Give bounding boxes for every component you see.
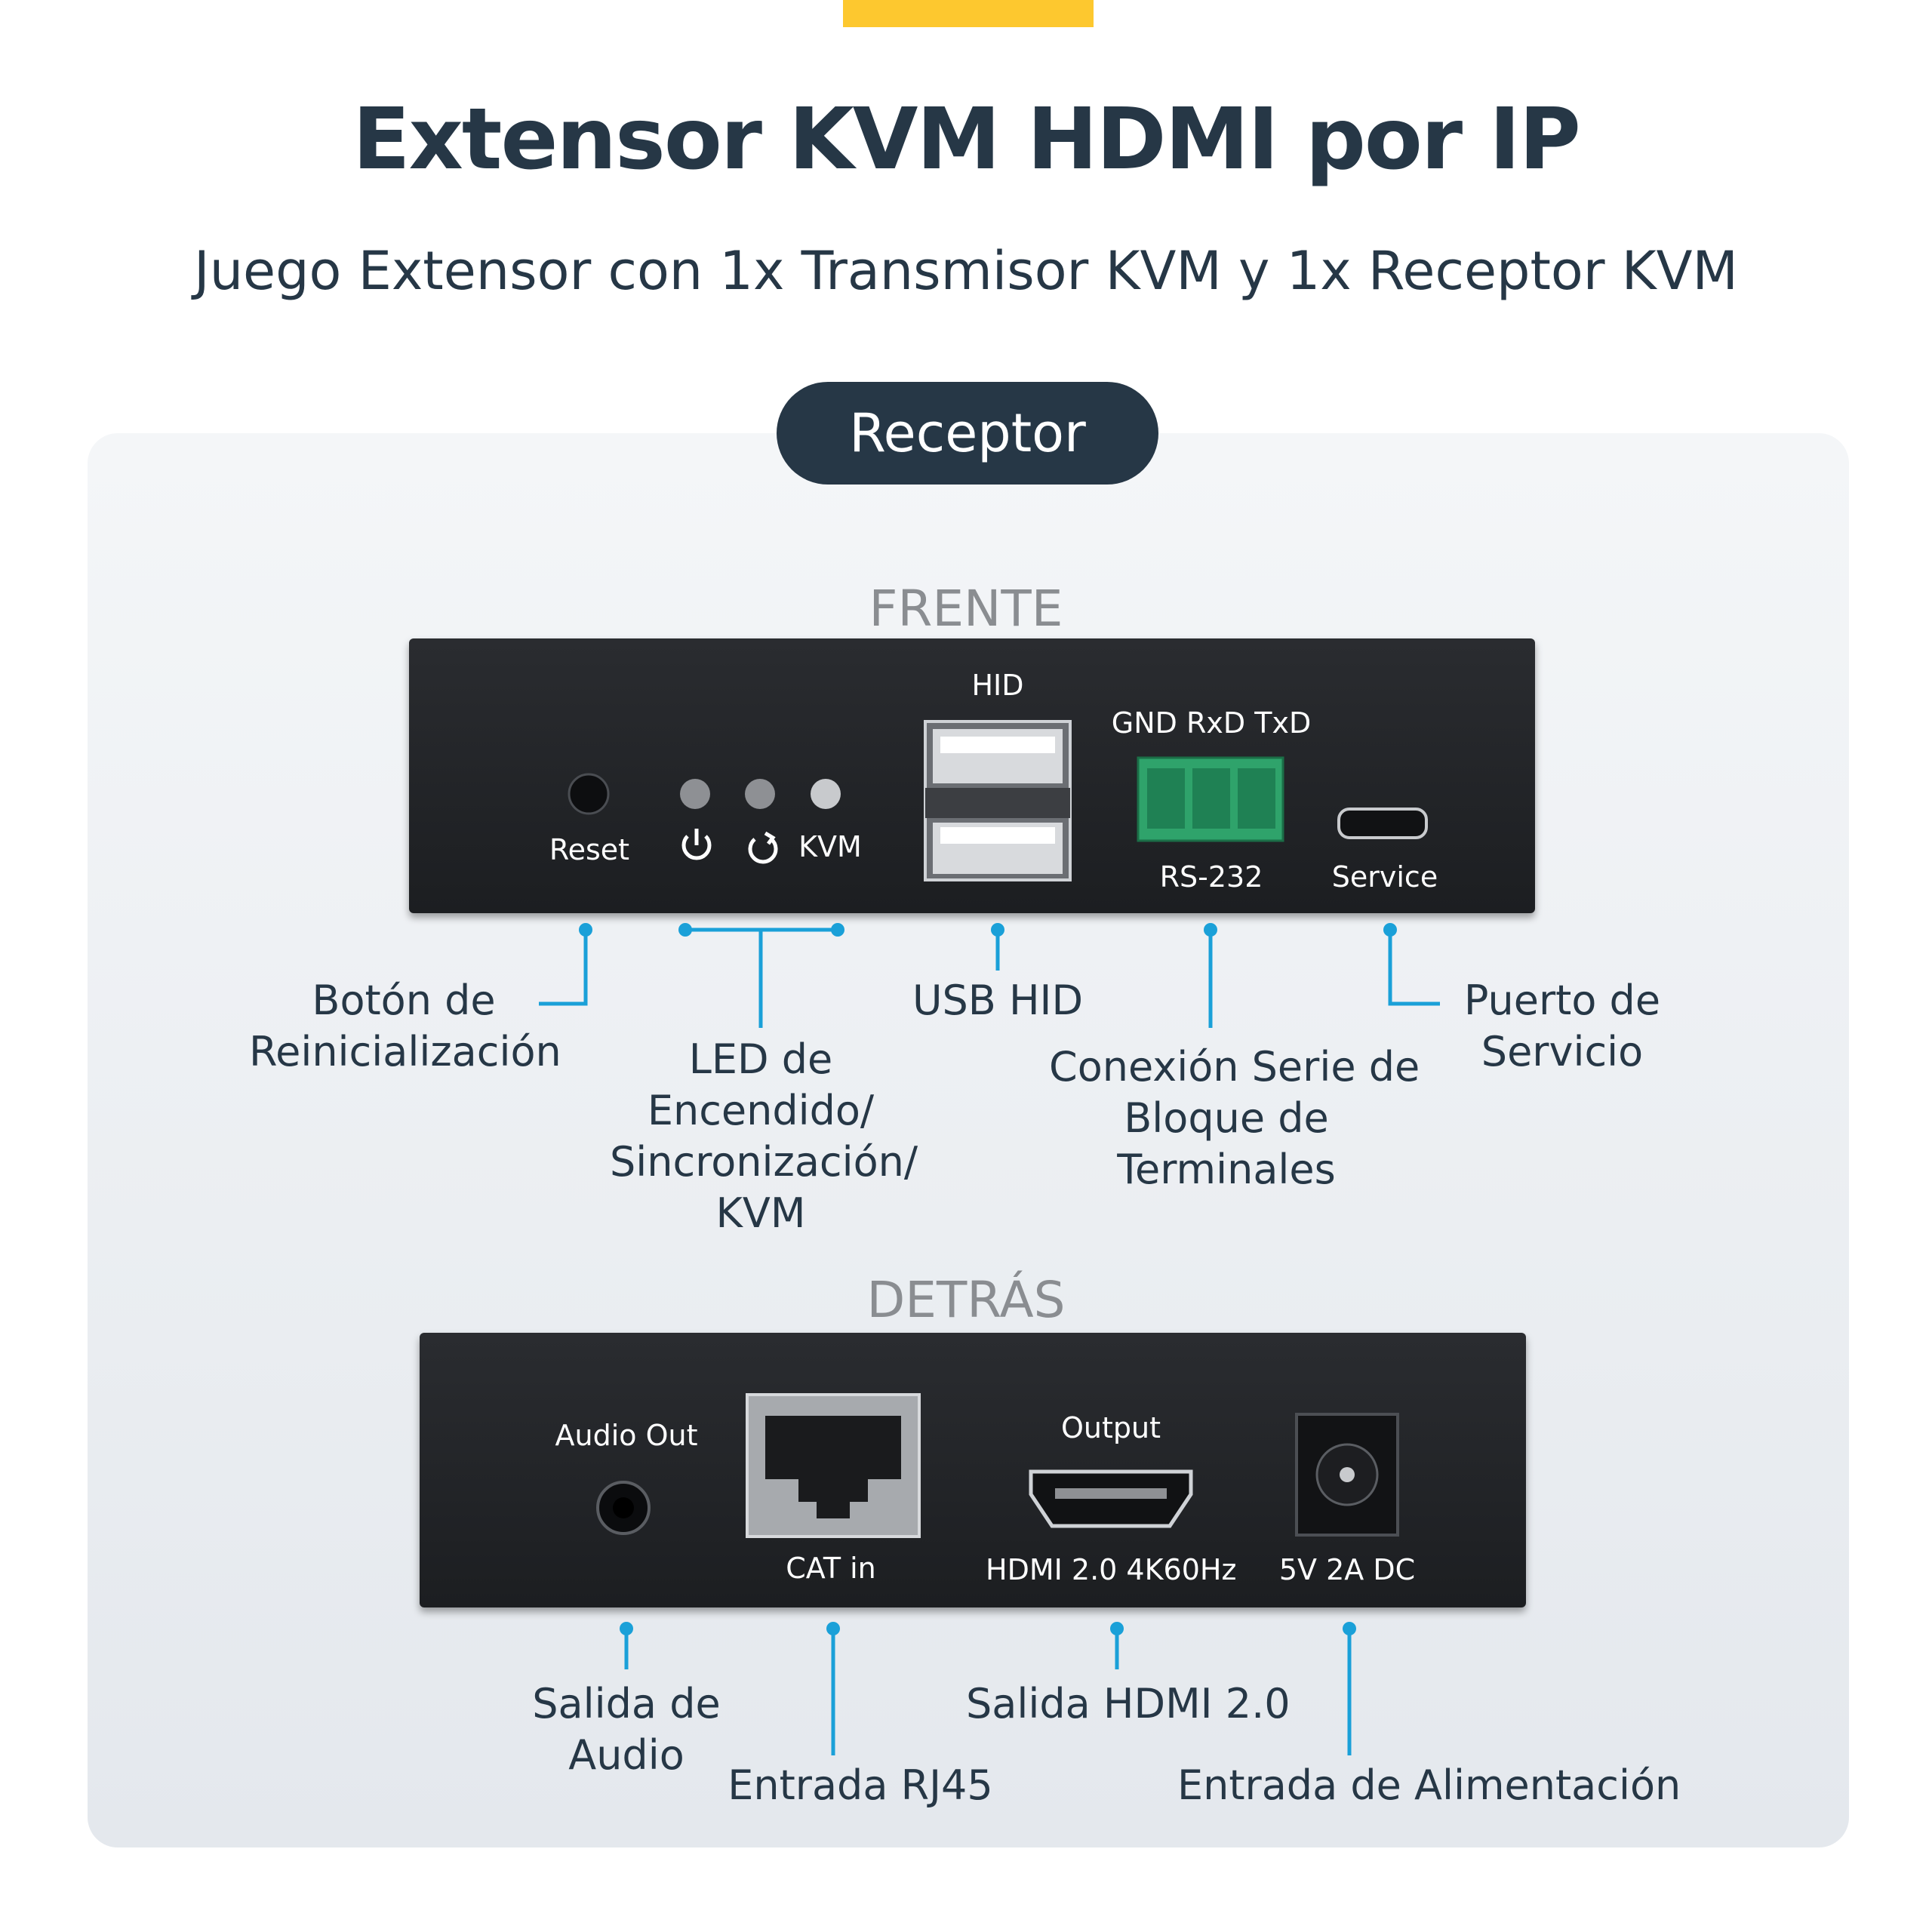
callout-rj45: Entrada RJ45: [728, 1761, 993, 1809]
callout-audio-out: Salida de Audio: [532, 1680, 721, 1779]
sync-icon: [748, 831, 778, 864]
callout-hdmi-out: Salida HDMI 2.0: [966, 1680, 1291, 1727]
power-spec-label: 5V 2A DC: [1278, 1553, 1416, 1586]
rs232-label: RS-232: [1159, 860, 1263, 894]
back-section-label: DETRÁS: [866, 1271, 1066, 1329]
page-subtitle: Juego Extensor con 1x Transmisor KVM y 1…: [194, 240, 1738, 302]
callout-serial: Conexión Serie de Bloque de Terminales: [1049, 1043, 1420, 1193]
service-micro-usb-port: [1337, 808, 1428, 839]
audio-out-label: Audio Out: [555, 1419, 698, 1452]
hid-label: HID: [971, 669, 1024, 702]
hdmi-port: [1029, 1469, 1193, 1528]
callout-service-port: Puerto de Servicio: [1463, 977, 1661, 1075]
usb-hid-ports: [924, 720, 1072, 881]
hdmi-spec-label: HDMI 2.0 4K60Hz: [986, 1553, 1237, 1586]
reset-button: [568, 773, 610, 815]
output-label: Output: [1061, 1411, 1161, 1444]
rs232-terminal-block: [1137, 756, 1284, 842]
service-label: Service: [1331, 860, 1438, 894]
audio-jack: [596, 1481, 651, 1535]
callout-power-in: Entrada de Alimentación: [1177, 1761, 1681, 1809]
kvm-label: KVM: [798, 830, 862, 863]
callout-usb-hid: USB HID: [912, 977, 1084, 1024]
reset-label: Reset: [549, 833, 630, 866]
gnd-rxd-txd-label: GND RxD TxD: [1111, 706, 1312, 740]
rj45-port: [746, 1393, 921, 1538]
power-icon: [681, 829, 712, 860]
top-accent-bar: [843, 0, 1094, 27]
kvm-led: [811, 779, 841, 809]
page-title: Extensor KVM HDMI por IP: [352, 91, 1581, 189]
front-section-label: FRENTE: [869, 580, 1063, 638]
power-led: [680, 779, 710, 809]
dc-power-jack: [1295, 1413, 1399, 1537]
callout-reset-button: Botón de Reinicialización: [249, 977, 561, 1075]
receptor-badge: Receptor: [777, 382, 1158, 485]
callout-leds: LED de Encendido/ Sincronización/ KVM: [610, 1035, 918, 1237]
sync-led: [745, 779, 775, 809]
cat-in-label: CAT in: [786, 1552, 876, 1585]
